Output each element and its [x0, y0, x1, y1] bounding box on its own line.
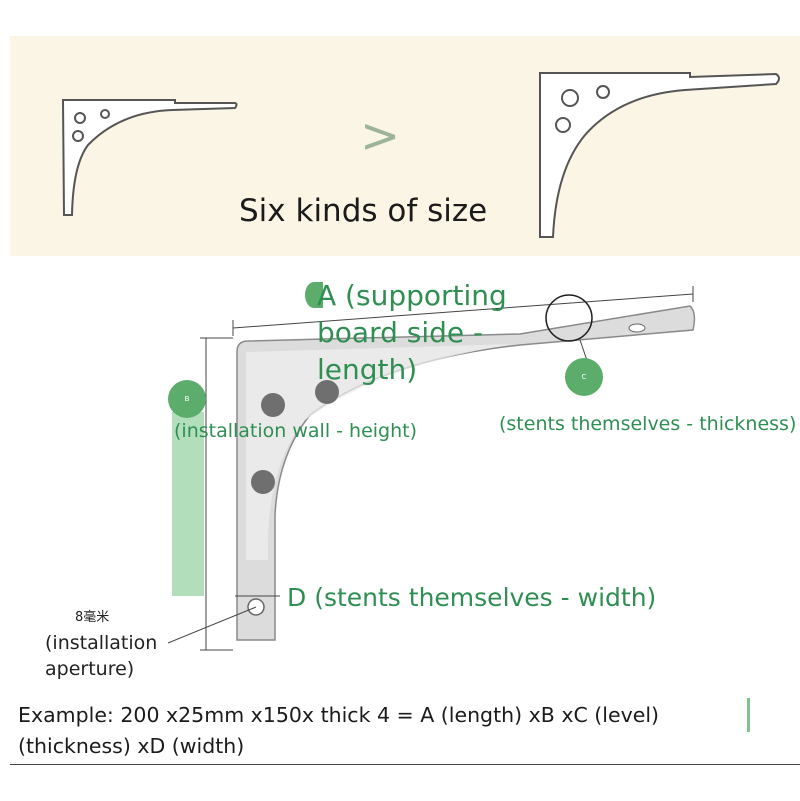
dimension-lines: [167, 286, 694, 651]
green-marker: [747, 698, 750, 732]
height-highlight-bar: [172, 412, 204, 596]
aperture-label: (installation aperture): [45, 632, 158, 680]
small-bracket-icon: [61, 99, 238, 216]
label-d-width: D (stents themselves - width): [287, 583, 657, 612]
badge-c: C: [565, 358, 603, 396]
example-text: Example: 200 x25mm x150x thick 4 = A (le…: [18, 703, 660, 758]
label-a-length: A (supporting board side - length): [317, 279, 507, 386]
large-bracket-icon: [539, 72, 780, 238]
label-b-height: (installation wall - height): [174, 420, 418, 442]
chevron-right-icon: >: [360, 108, 401, 164]
banner-title: Six kinds of size: [239, 193, 488, 229]
main-bracket-icon: [236, 305, 696, 641]
badge-a-marker: [305, 282, 323, 308]
badge-b: B: [168, 380, 206, 418]
label-c-thickness: (stents themselves - thickness): [499, 413, 797, 435]
hole-size-label: 8毫米: [75, 610, 110, 625]
bottom-divider: [10, 764, 800, 765]
